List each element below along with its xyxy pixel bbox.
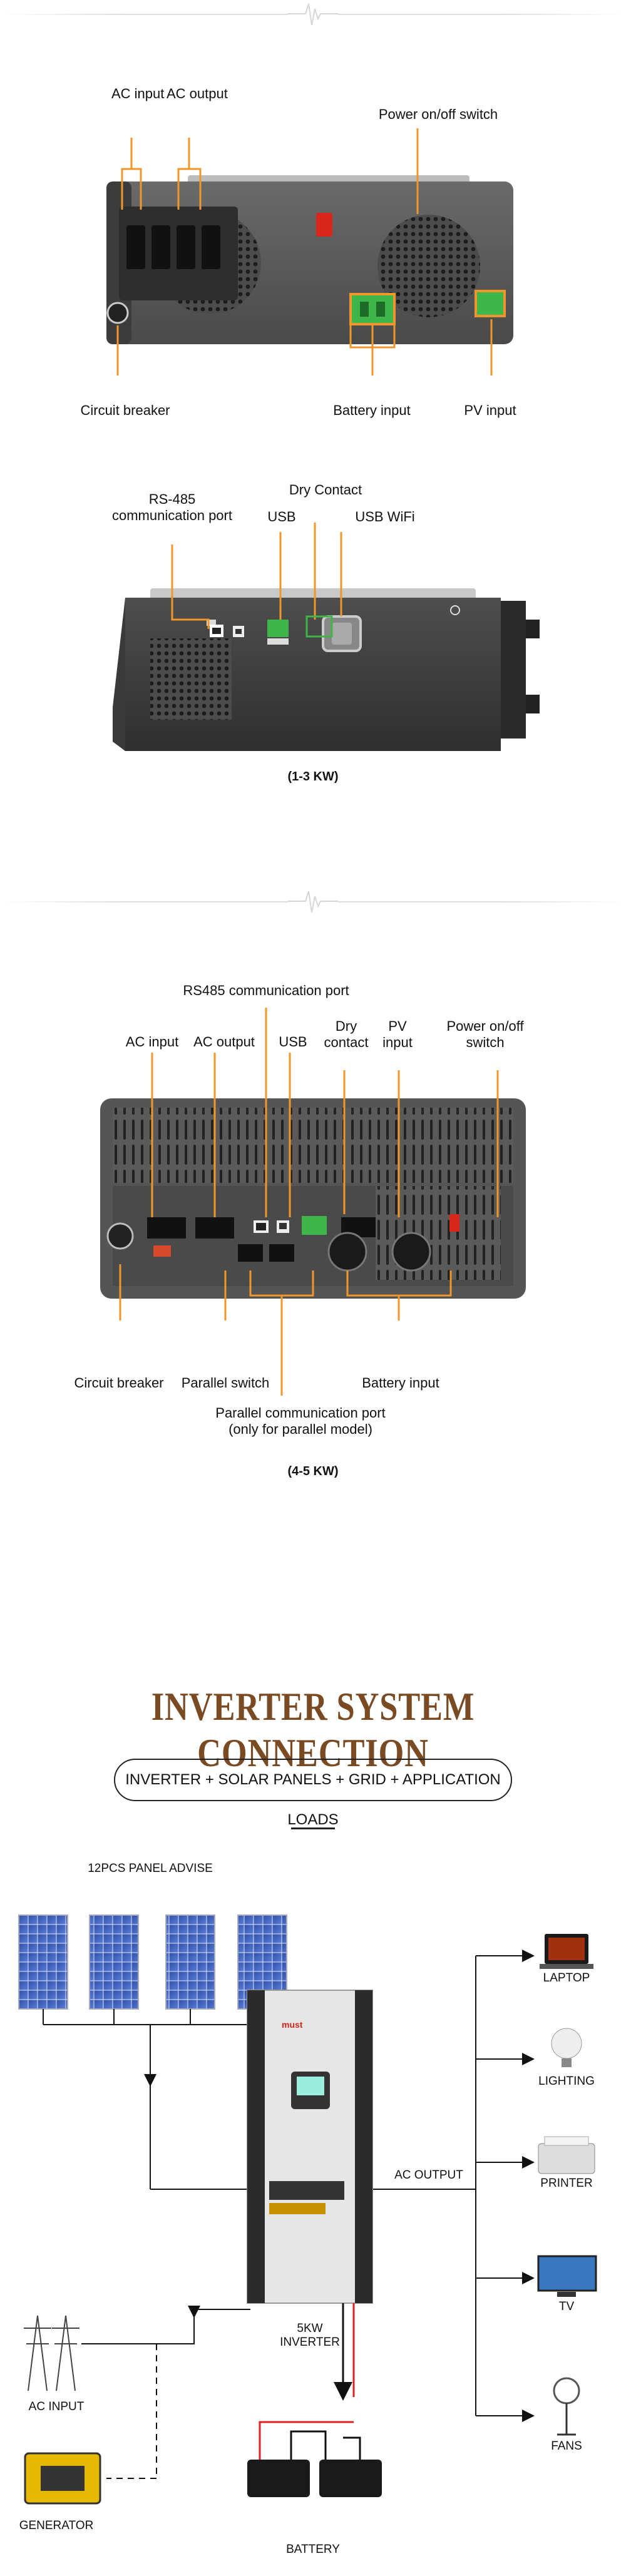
label-usb-1: USB xyxy=(267,509,296,524)
label-dry-contact-2: Dry contact xyxy=(324,1018,369,1050)
inverter-rear-panel-2 xyxy=(100,1098,526,1299)
svg-text:must: must xyxy=(282,2020,303,2030)
load-icons xyxy=(537,1934,597,2436)
label-laptop: LAPTOP xyxy=(543,1971,590,1985)
label-circuit-breaker-1: Circuit breaker xyxy=(80,402,170,418)
label-pv-input-1: PV input xyxy=(464,402,516,418)
battery-pack xyxy=(247,2460,382,2497)
callout-lines-2b xyxy=(280,1296,283,1396)
inverter-rear-panel-1 xyxy=(106,175,513,344)
label-usb-2: USB xyxy=(279,1034,307,1050)
pulse-icon xyxy=(288,0,338,31)
label-power-switch-1: Power on/off switch xyxy=(378,106,498,122)
label-lighting: LIGHTING xyxy=(538,2075,595,2088)
generator-icon xyxy=(24,2452,101,2505)
label-5kw-inverter: 5KW INVERTER xyxy=(280,2322,340,2349)
label-battery: BATTERY xyxy=(286,2543,340,2556)
label-generator: GENERATOR xyxy=(19,2519,94,2532)
label-circuit-breaker-2: Circuit breaker xyxy=(74,1375,164,1391)
label-power-switch-2: Power on/off switch xyxy=(446,1018,524,1050)
label-usb-wifi-1: USB WiFi xyxy=(355,509,415,524)
label-dry-contact-1: Dry Contact xyxy=(289,482,362,498)
label-pv-input-2: PV input xyxy=(382,1018,413,1050)
system-title: INVERTER SYSTEM CONNECTION xyxy=(151,1684,475,1775)
label-ac-output-2: AC output xyxy=(193,1034,255,1050)
solar-panels xyxy=(18,1914,287,2010)
label-parallel-switch-2: Parallel switch xyxy=(181,1375,270,1391)
callout-lines-side-1 xyxy=(171,523,342,638)
system-diagram: must xyxy=(18,1914,597,2505)
label-rs485-2: RS485 communication port xyxy=(183,983,349,998)
label-fans: FANS xyxy=(551,2440,582,2453)
pylon-icon xyxy=(24,2315,80,2391)
label-battery-input-2: Battery input xyxy=(362,1375,439,1391)
inverter-unit: must xyxy=(247,1990,373,2304)
label-ac-input-2: AC input xyxy=(125,1034,179,1050)
caption-4-5kw: (4-5 KW) xyxy=(287,1464,339,1478)
label-ac-input: AC INPUT xyxy=(28,2400,85,2413)
label-parallel-port-2: Parallel communication port (only for pa… xyxy=(215,1405,386,1437)
caption-1-3kw: (1-3 KW) xyxy=(287,770,339,784)
title-underline xyxy=(291,1827,335,1829)
label-printer: PRINTER xyxy=(540,2177,593,2190)
label-panel-advise: 12PCS PANEL ADVISE xyxy=(88,1862,213,1875)
callout-lines-1 xyxy=(116,128,493,376)
pulse-icon-2 xyxy=(288,887,338,919)
label-tv: TV xyxy=(558,2300,575,2313)
label-ac-output: AC OUTPUT xyxy=(394,2169,463,2182)
callout-lines-2 xyxy=(119,1008,499,1321)
label-battery-input-1: Battery input xyxy=(333,402,411,418)
inverter-side-panel-1 xyxy=(113,588,540,751)
label-rs485-1: RS-485 communication port xyxy=(112,491,232,523)
system-subtitle: INVERTER + SOLAR PANELS + GRID + APPLICA… xyxy=(114,1759,512,1828)
